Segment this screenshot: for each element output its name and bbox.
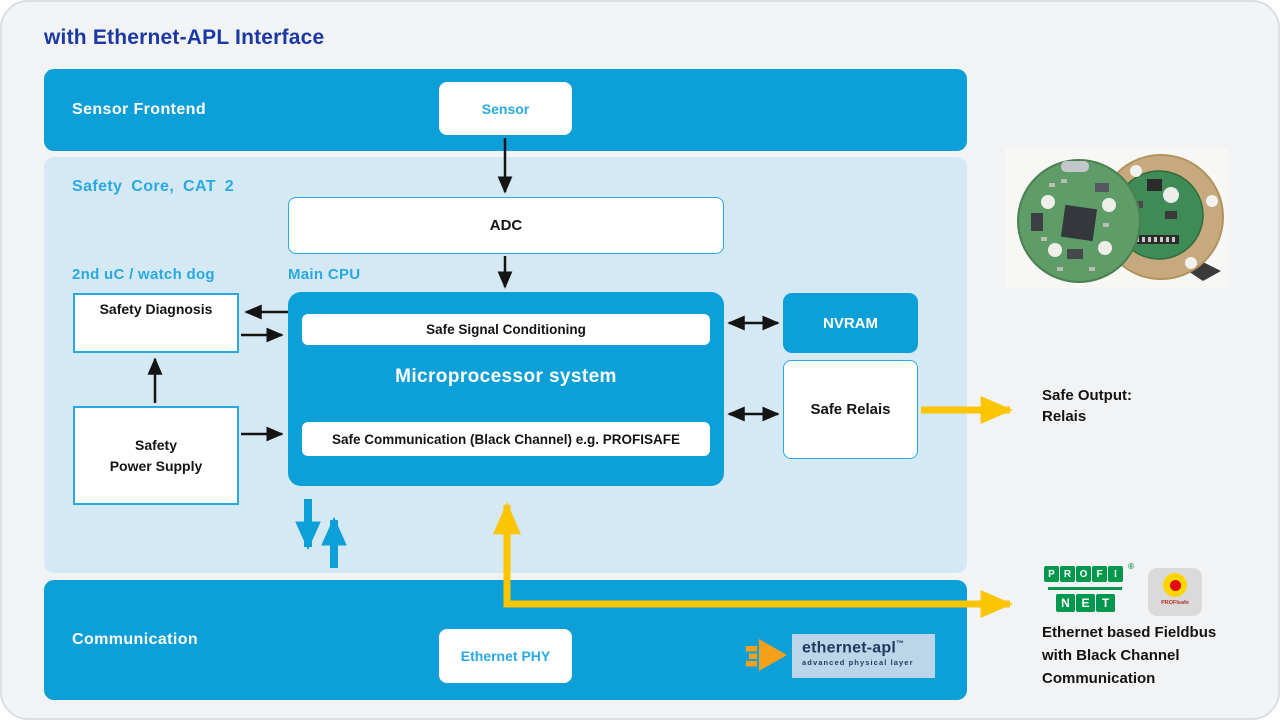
profisafe-circle-icon (1163, 573, 1187, 597)
ethernet-apl-logo-name: ethernet-apl™ (802, 639, 935, 657)
block-microprocessor-title: Microprocessor system (395, 366, 617, 387)
ethernet-apl-tm: ™ (895, 639, 905, 648)
annotation-fieldbus: Ethernet based Fieldbus with Black Chann… (1042, 621, 1216, 690)
block-safe-relais-label: Safe Relais (810, 401, 891, 418)
block-microprocessor-system: Safe Signal Conditioning Microprocessor … (288, 292, 724, 486)
profinet-reg-mark: ® (1128, 562, 1134, 571)
profinet-tile: R (1060, 566, 1075, 582)
annotation-fieldbus-line3: Communication (1042, 670, 1156, 687)
block-safe-signal-conditioning-label: Safe Signal Conditioning (426, 322, 586, 337)
annotation-fieldbus-line1: Ethernet based Fieldbus (1042, 624, 1217, 641)
block-safe-communication: Safe Communication (Black Channel) e.g. … (302, 422, 710, 456)
ethernet-apl-text: ethernet-apl (802, 639, 896, 657)
block-safety-power-supply-line1: Safety (134, 436, 178, 453)
label-main-cpu: Main CPU (288, 266, 361, 283)
block-safe-relais: Safe Relais (783, 360, 918, 459)
block-safety-diagnosis: Safety Diagnosis (73, 293, 239, 353)
profinet-logo: ® P R O F I N E T (1042, 562, 1138, 618)
annotation-safe-output-line2: Relais (1042, 408, 1087, 425)
profinet-row2: N E T (1056, 594, 1115, 612)
ethernet-apl-logo-subtitle: advanced physical layer (802, 658, 914, 668)
block-adc-label: ADC (489, 217, 523, 234)
profisafe-logo: PROFIsafe (1148, 568, 1202, 616)
band-safety-core-label: Safety Core, CAT 2 (72, 178, 235, 195)
ethernet-apl-logo: ethernet-apl™ advanced physical layer (792, 634, 935, 678)
block-nvram: NVRAM (783, 293, 918, 353)
apl-arrow-icon (746, 639, 787, 671)
band-sensor-frontend-label: Sensor Frontend (72, 101, 207, 118)
profinet-row1: P R O F I (1044, 566, 1123, 582)
block-safe-signal-conditioning: Safe Signal Conditioning (302, 314, 710, 345)
block-safety-power-supply: Safety Power Supply (73, 406, 239, 505)
block-ethernet-phy: Ethernet PHY (439, 629, 572, 683)
pcb-photo (1005, 149, 1228, 288)
block-sensor: Sensor (439, 82, 572, 135)
block-adc: ADC (288, 197, 724, 254)
label-2nd-uc-watchdog: 2nd uC / watch dog (72, 266, 215, 283)
block-ethernet-phy-label: Ethernet PHY (460, 648, 551, 664)
block-safe-communication-label: Safe Communication (Black Channel) e.g. … (331, 431, 681, 447)
block-nvram-label: NVRAM (823, 314, 878, 332)
profinet-tile: N (1056, 594, 1075, 612)
annotation-fieldbus-line2: with Black Channel (1042, 647, 1180, 664)
profinet-tile: O (1076, 566, 1091, 582)
block-safety-power-supply-line2: Power Supply (109, 457, 203, 474)
profinet-tile: P (1044, 566, 1059, 582)
profinet-tile: T (1096, 594, 1115, 612)
profisafe-caption: PROFIsafe (1161, 600, 1189, 606)
pcb-left-board (1017, 159, 1141, 283)
profinet-bus-line (1048, 587, 1122, 590)
page-title: with Ethernet-APL Interface (44, 26, 325, 49)
band-communication-label: Communication (72, 631, 199, 648)
profisafe-dot-icon (1169, 579, 1181, 591)
profinet-tile: E (1076, 594, 1095, 612)
block-safety-diagnosis-label: Safety Diagnosis (99, 301, 213, 317)
block-sensor-label: Sensor (481, 100, 530, 117)
annotation-safe-output-line1: Safe Output: (1042, 387, 1132, 404)
profinet-tile: I (1108, 566, 1123, 582)
annotation-safe-output: Safe Output: Relais (1042, 385, 1132, 427)
profinet-tile: F (1092, 566, 1107, 582)
